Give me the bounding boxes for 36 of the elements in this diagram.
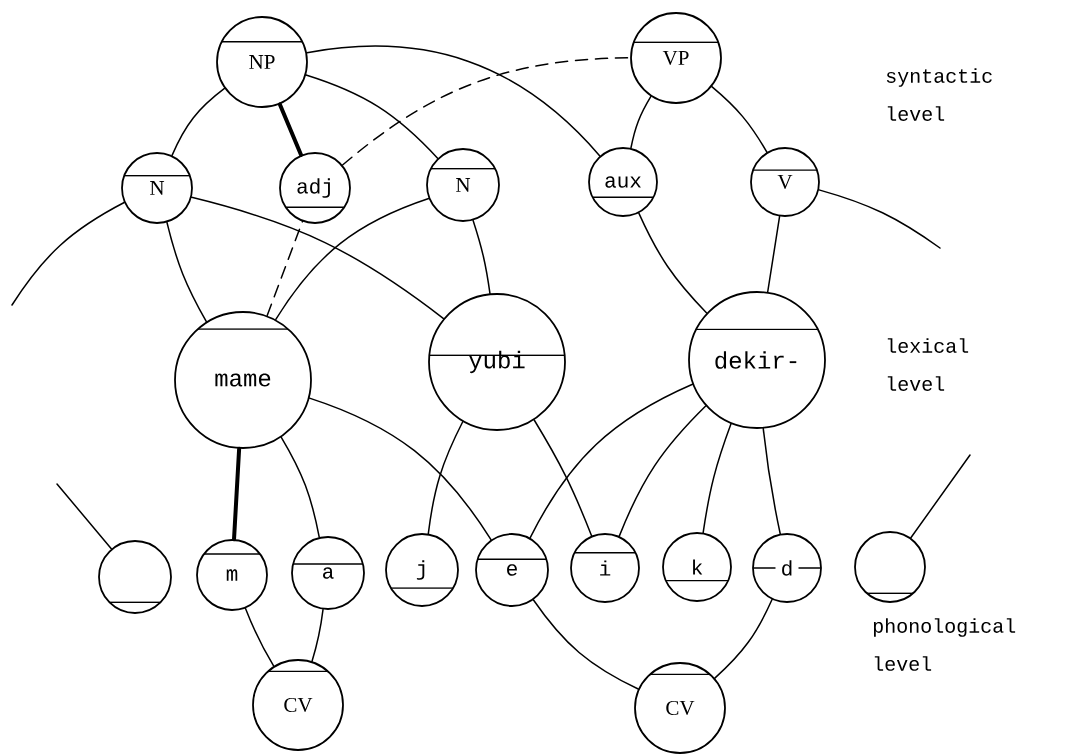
connector-line bbox=[427, 421, 464, 535]
connector-line bbox=[714, 598, 773, 679]
connector-line bbox=[280, 436, 320, 538]
level-label: syntactic level bbox=[886, 68, 992, 121]
node-circle bbox=[854, 531, 926, 603]
connector-line bbox=[171, 87, 226, 157]
connector-line bbox=[818, 189, 941, 249]
connector-line bbox=[638, 212, 708, 314]
connector-line bbox=[232, 446, 242, 542]
connector-line bbox=[244, 607, 275, 667]
connector-line bbox=[762, 427, 781, 535]
connector-line bbox=[166, 221, 208, 323]
connector-line bbox=[277, 102, 304, 157]
level-label: lexical level bbox=[887, 338, 969, 391]
connector-line bbox=[306, 45, 601, 157]
connector-line bbox=[311, 608, 324, 663]
connector-line bbox=[766, 215, 781, 293]
connector-line bbox=[472, 219, 491, 295]
connector-line bbox=[190, 196, 445, 320]
connector-line bbox=[308, 397, 492, 541]
connector-line bbox=[910, 454, 971, 539]
connector-line bbox=[529, 383, 694, 539]
connector-line bbox=[533, 419, 593, 537]
node-circle bbox=[98, 540, 172, 614]
connector-line bbox=[11, 201, 125, 306]
connector-line bbox=[56, 483, 113, 550]
connector-line bbox=[266, 220, 304, 317]
level-label: phonological level bbox=[873, 618, 1016, 671]
connector-line bbox=[702, 423, 732, 534]
connector-line bbox=[305, 74, 439, 159]
connector-line bbox=[618, 405, 707, 537]
connector-line bbox=[532, 599, 639, 690]
connector-line bbox=[711, 85, 768, 153]
connector-line bbox=[341, 57, 631, 166]
connector-line bbox=[275, 197, 430, 321]
connector-line bbox=[630, 95, 652, 149]
